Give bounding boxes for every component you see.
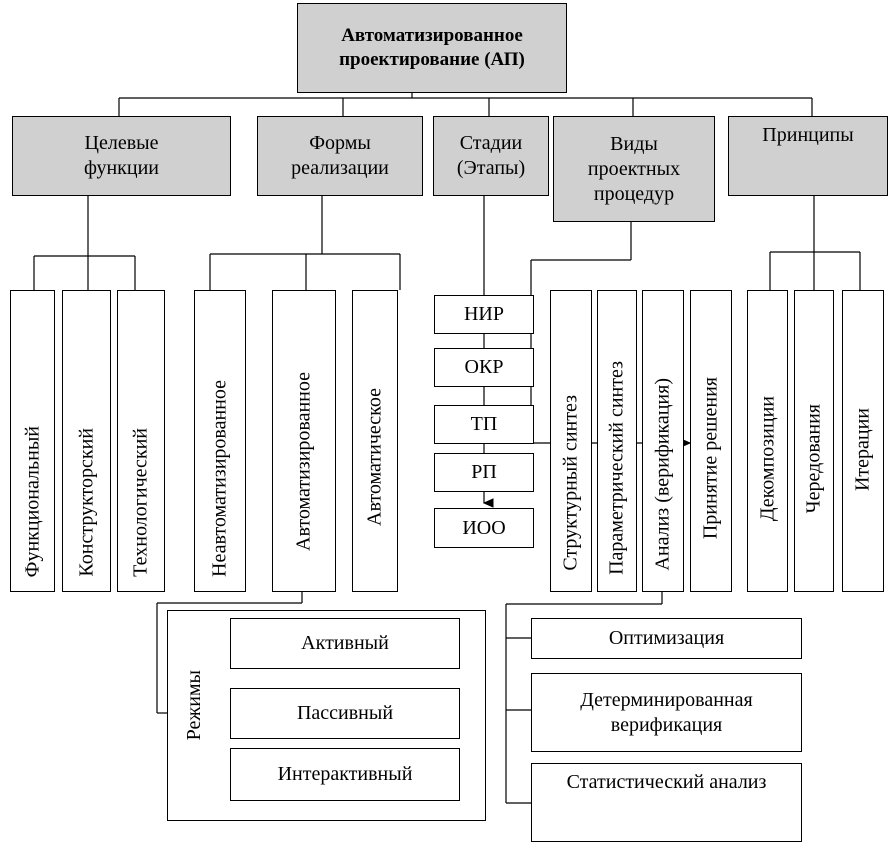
root-line2: проектирование (АП) xyxy=(339,49,525,70)
goals-item-functional-label: Функциональный xyxy=(21,425,43,577)
mode-interactive: Интерактивный xyxy=(230,748,460,801)
root-node: Автоматизированное проектирование (АП) xyxy=(297,3,567,93)
stage-rp: РП xyxy=(434,453,534,492)
procedure-structural-synthesis-label: Структурный синтез xyxy=(559,395,582,571)
category-forms-line1: Формы xyxy=(309,132,371,154)
goals-item-technological: Технологический xyxy=(117,290,165,592)
category-procedures: Виды проектных процедур xyxy=(553,116,715,222)
goals-item-technological-label: Технологический xyxy=(129,428,152,577)
category-forms: Формы реализации xyxy=(257,116,423,196)
forms-item-automatic: Автоматическое xyxy=(352,290,398,592)
forms-item-automated: Автоматизированное xyxy=(272,290,336,592)
principle-iteration-label: Итерации xyxy=(851,407,874,491)
modes-label: Режимы xyxy=(183,670,205,741)
category-goals-line1: Целевые xyxy=(84,132,159,154)
category-principles: Принципы xyxy=(728,116,888,196)
analysis-deterministic: Детерминированная верификация xyxy=(531,673,802,752)
analysis-optimization-label: Оптимизация xyxy=(608,627,725,649)
mode-interactive-label: Интерактивный xyxy=(277,763,413,785)
mode-active: Активный xyxy=(230,618,460,669)
category-procedures-line1: Виды xyxy=(610,132,658,155)
principle-decomposition: Декомпозиции xyxy=(747,290,788,592)
procedure-decision-label: Принятие решения xyxy=(699,376,722,539)
stage-okr: ОКР xyxy=(434,348,534,387)
category-goals-line2: функции xyxy=(84,157,159,179)
mode-passive: Пассивный xyxy=(230,688,460,739)
goals-item-design: Конструкторский xyxy=(62,290,111,592)
category-forms-line2: реализации xyxy=(291,157,389,179)
goals-item-functional: Функциональный xyxy=(10,290,55,592)
forms-item-manual: Неавтоматизированное xyxy=(194,290,246,592)
stage-ioo: ИОО xyxy=(434,508,534,548)
analysis-statistical: Статистический анализ xyxy=(531,763,802,842)
stage-nir-label: НИР xyxy=(463,303,504,325)
analysis-statistical-label: Статистический анализ xyxy=(566,771,767,793)
principle-alternation-label: Чередования xyxy=(802,403,825,513)
principle-decomposition-label: Декомпозиции xyxy=(756,395,778,521)
procedure-structural-synthesis: Структурный синтез xyxy=(550,290,592,592)
goals-item-design-label: Конструкторский xyxy=(75,428,97,577)
principle-alternation: Чередования xyxy=(794,290,834,592)
stage-tp-label: ТП xyxy=(470,413,498,435)
procedure-analysis: Анализ (верификация) xyxy=(642,290,684,592)
principle-iteration: Итерации xyxy=(842,290,884,592)
analysis-deterministic-line1: Детерминированная xyxy=(580,688,753,711)
stage-tp: ТП xyxy=(434,405,534,444)
category-procedures-line2: проектных xyxy=(587,157,681,180)
category-stages: Стадии (Этапы) xyxy=(433,116,549,196)
procedure-parametric-synthesis-label: Параметрический синтез xyxy=(605,361,628,575)
stage-rp-label: РП xyxy=(471,461,497,483)
category-principles-line1: Принципы xyxy=(762,124,854,146)
category-goals: Целевые функции xyxy=(12,116,231,196)
stage-nir: НИР xyxy=(434,295,534,334)
procedure-decision: Принятие решения xyxy=(690,290,732,592)
forms-item-automatic-label: Автоматическое xyxy=(363,388,386,526)
analysis-optimization: Оптимизация xyxy=(531,618,802,659)
stage-okr-label: ОКР xyxy=(464,356,504,378)
mode-active-label: Активный xyxy=(301,632,389,654)
analysis-deterministic-line2: верификация xyxy=(610,713,723,736)
category-stages-line1: Стадии xyxy=(459,132,523,154)
forms-item-manual-label: Неавтоматизированное xyxy=(208,380,231,577)
category-procedures-line3: процедур xyxy=(593,182,675,205)
stage-ioo-label: ИОО xyxy=(462,516,506,539)
procedure-parametric-synthesis: Параметрический синтез xyxy=(597,290,637,592)
mode-passive-label: Пассивный xyxy=(296,702,394,724)
forms-item-automated-label: Автоматизированное xyxy=(292,372,315,551)
category-stages-line2: (Этапы) xyxy=(456,157,526,179)
root-line1: Автоматизированное xyxy=(341,25,523,47)
procedure-analysis-label: Анализ (верификация) xyxy=(651,378,674,571)
